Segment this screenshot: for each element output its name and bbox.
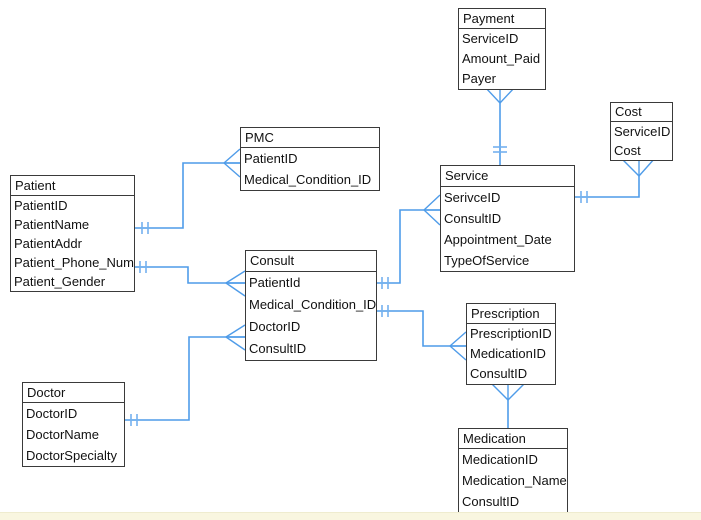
entity-field: Medical_Condition_ID (249, 297, 377, 312)
crow-foot-icon (490, 382, 526, 400)
entity-field: ConsultID (444, 211, 502, 226)
entity-title: Medication (459, 429, 567, 449)
entity-field: TypeOfService (444, 253, 530, 268)
cardinality-ticks-icon (382, 277, 388, 289)
entity-field: DoctorSpecialty (26, 448, 118, 463)
entity-field: Patient_Phone_Num (14, 255, 134, 270)
cardinality-ticks-icon (131, 414, 137, 426)
crow-foot-icon (224, 149, 240, 177)
entity-pmc[interactable]: PMC PatientID Medical_Condition_ID (240, 127, 380, 191)
entity-field: Cost (614, 143, 641, 158)
connector-patient-consult (135, 261, 245, 296)
entity-field: ConsultID (470, 366, 528, 381)
entity-field: PatientId (249, 275, 301, 290)
connector-consult-service (377, 195, 440, 289)
entity-field: PatientAddr (14, 236, 82, 251)
entity-title: Patient (11, 176, 134, 196)
connector-service-cost (575, 158, 655, 203)
entity-field: PrescriptionID (470, 326, 552, 341)
relationship-line (135, 163, 240, 228)
crow-foot-icon (621, 158, 655, 176)
cardinality-ticks-icon (382, 305, 388, 317)
cardinality-ticks-icon (581, 191, 587, 203)
entity-field: SerivceID (444, 190, 501, 205)
crow-foot-icon (450, 332, 466, 360)
entity-field: MedicationID (470, 346, 546, 361)
entity-field: Medical_Condition_ID (244, 172, 372, 187)
entity-title: Service (441, 166, 574, 187)
cardinality-ticks-icon (493, 147, 507, 152)
relationship-line (135, 267, 245, 283)
entity-field: DoctorName (26, 427, 99, 442)
cardinality-ticks-icon (140, 261, 146, 273)
entity-field: ServiceID (614, 124, 671, 139)
connector-prescription-medication (490, 382, 526, 428)
entity-title: Cost (611, 103, 672, 122)
entity-field: ConsultID (249, 341, 307, 356)
connector-payment-service (485, 87, 515, 165)
connector-doctor-consult (125, 325, 245, 426)
entity-title: Consult (246, 251, 376, 272)
relationship-line (575, 176, 639, 197)
entity-field: PatientID (14, 198, 68, 213)
entity-field: ConsultID (462, 494, 520, 509)
crow-foot-icon (424, 195, 440, 225)
entity-title: Payment (459, 9, 545, 29)
relationship-line (377, 210, 440, 283)
cardinality-ticks-icon (142, 222, 148, 234)
crow-foot-icon (226, 325, 245, 350)
entity-field: Appointment_Date (444, 232, 552, 247)
entity-field: DoctorID (26, 406, 78, 421)
entity-field: MedicationID (462, 452, 538, 467)
entity-field: DoctorID (249, 319, 301, 334)
entity-title: Prescription (467, 304, 555, 324)
entity-title: Doctor (23, 383, 124, 403)
entity-field: Medication_Name (462, 473, 567, 488)
entity-field: Patient_Gender (14, 274, 106, 289)
entity-field: PatientName (14, 217, 90, 232)
entity-field: Amount_Paid (462, 51, 541, 66)
entity-field: ServiceID (462, 31, 519, 46)
entity-field: PatientID (244, 151, 298, 166)
relationship-line (377, 311, 466, 346)
relationship-line (125, 337, 245, 420)
connector-consult-prescription (377, 305, 466, 360)
connector-patient-pmc (135, 149, 240, 234)
bottom-strip (0, 512, 701, 520)
entity-field: Payer (462, 71, 496, 86)
crow-foot-icon (226, 271, 245, 296)
entity-title: PMC (241, 128, 379, 148)
